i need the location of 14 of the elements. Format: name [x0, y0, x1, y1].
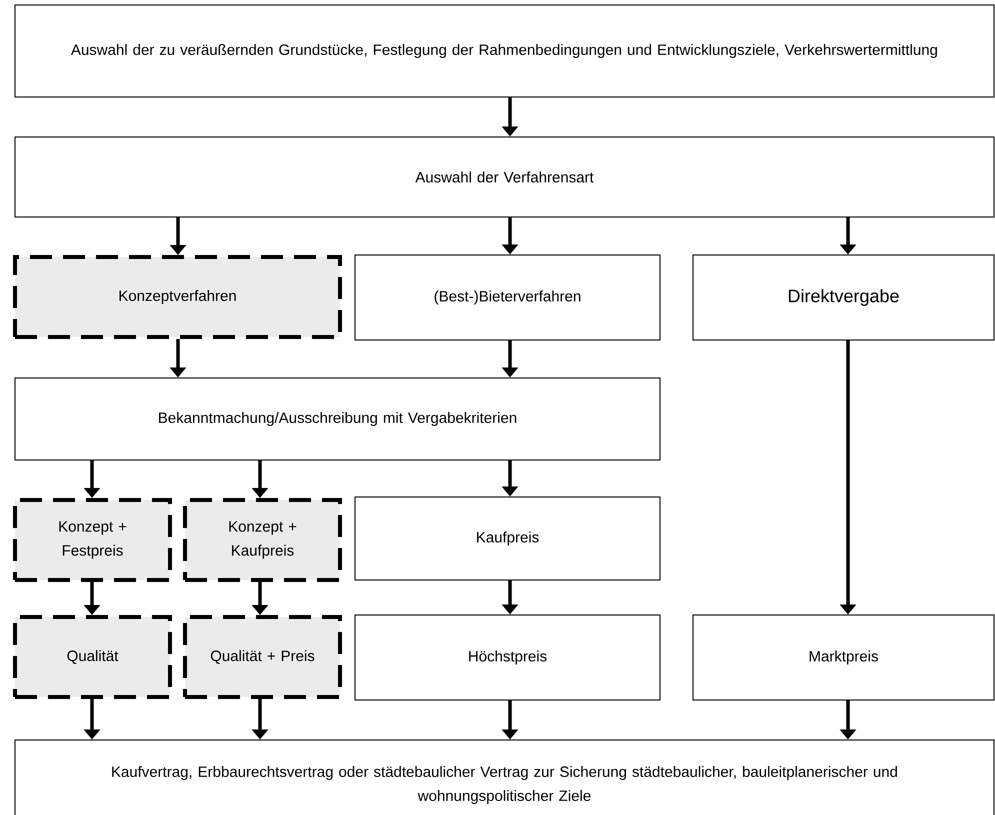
- process-box: Marktpreis: [692, 614, 995, 700]
- process-box: Kaufpreis: [354, 496, 660, 580]
- process-box: Höchstpreis: [354, 614, 660, 700]
- process-box: Auswahl der zu veräußernden Grundstücke, Festlegung der Rahmenbedingungen und Entwicklungsziele, Verkehrswertermittlung: [14, 4, 995, 98]
- dashed-box: Konzeptverfahren: [13, 255, 342, 339]
- process-box: Auswahl der Verfahrensart: [14, 136, 995, 218]
- dashed-box: Qualität: [13, 615, 172, 699]
- dashed-box: Qualität + Preis: [183, 615, 342, 699]
- dashed-box: Konzept + Festpreis: [13, 498, 172, 582]
- process-box: Direktvergabe: [692, 254, 995, 340]
- process-box: Kaufvertrag, Erbbaurechtsvertrag oder städtebaulicher Vertrag zur Sicherung städtebaulicher, bauleitplanerischer und wohnungspolitischer Ziele: [14, 740, 995, 815]
- process-box: Bekanntmachung/Ausschreibung mit Vergabekriterien: [14, 378, 660, 460]
- process-box: (Best-)Bieterverfahren: [354, 254, 660, 340]
- dashed-box: Konzept + Kaufpreis: [183, 498, 342, 582]
